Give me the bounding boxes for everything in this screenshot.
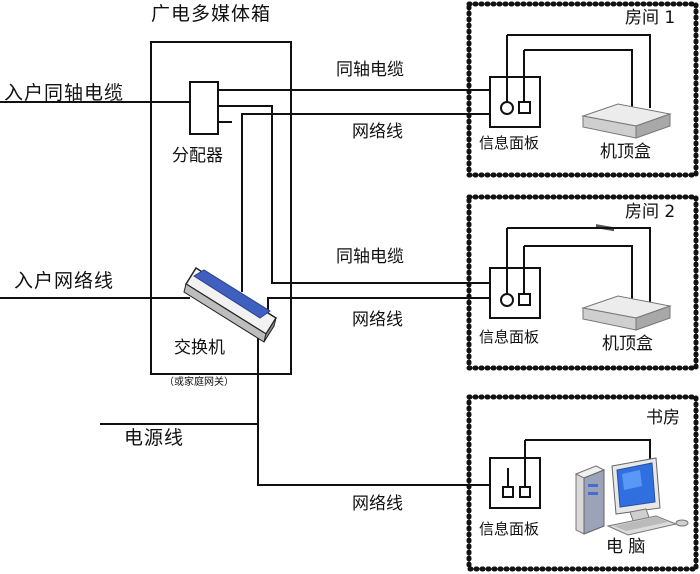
- room-2-device-line-1: [507, 227, 651, 302]
- media-box-title: 广电多媒体箱: [151, 3, 272, 25]
- switch-device: [183, 266, 278, 343]
- cable-label-coax-1: 同轴电缆: [336, 60, 404, 80]
- cable-label-network-3: 网络线: [352, 494, 403, 514]
- set-top-box-icon: [581, 103, 672, 232]
- room-2-device-label: 机顶盒: [602, 334, 653, 354]
- study-title: 书房: [646, 408, 680, 428]
- switch-note: （或家庭网关）: [164, 377, 234, 388]
- room-2-device-line-2: [524, 245, 633, 302]
- info-panel-room-1: [489, 35, 541, 128]
- coax-cable-room-2: [218, 105, 490, 284]
- cable-label-coax-2: 同轴电缆: [336, 247, 404, 267]
- room-1-device-label: 机顶盒: [600, 142, 651, 162]
- room-1-panel-label: 信息面板: [479, 134, 540, 152]
- room-1-title: 房间 1: [625, 8, 676, 28]
- study-panel-label: 信息面板: [479, 520, 540, 538]
- cable-label-network-1: 网络线: [352, 122, 403, 142]
- computer-icon: [574, 457, 689, 536]
- incoming-coax-label: 入户同轴电缆: [4, 82, 125, 104]
- network-cable-study: [257, 330, 490, 486]
- cable-label-network-2: 网络线: [352, 310, 403, 330]
- incoming-network-label: 入户网络线: [14, 270, 115, 292]
- info-panel-room-2: [489, 228, 541, 319]
- set-top-box-icon: [581, 295, 672, 331]
- room-1-device-line-1: [507, 34, 651, 108]
- power-line-label: 电源线: [124, 427, 185, 449]
- room-1-device-line-2: [524, 49, 633, 108]
- room-2-title: 房间 2: [625, 202, 676, 222]
- network-cable-room-1: [241, 113, 490, 292]
- room-2-panel-label: 信息面板: [479, 328, 540, 346]
- study-device-label: 电 脑: [606, 537, 646, 557]
- info-panel-study: [489, 440, 541, 509]
- study-frame: [466, 394, 699, 572]
- splitter-label: 分配器: [172, 146, 223, 166]
- splitter-box: [189, 81, 219, 135]
- switch-label: 交换机: [174, 338, 225, 358]
- media-box-frame: [150, 41, 292, 375]
- study-device-line: [525, 439, 651, 460]
